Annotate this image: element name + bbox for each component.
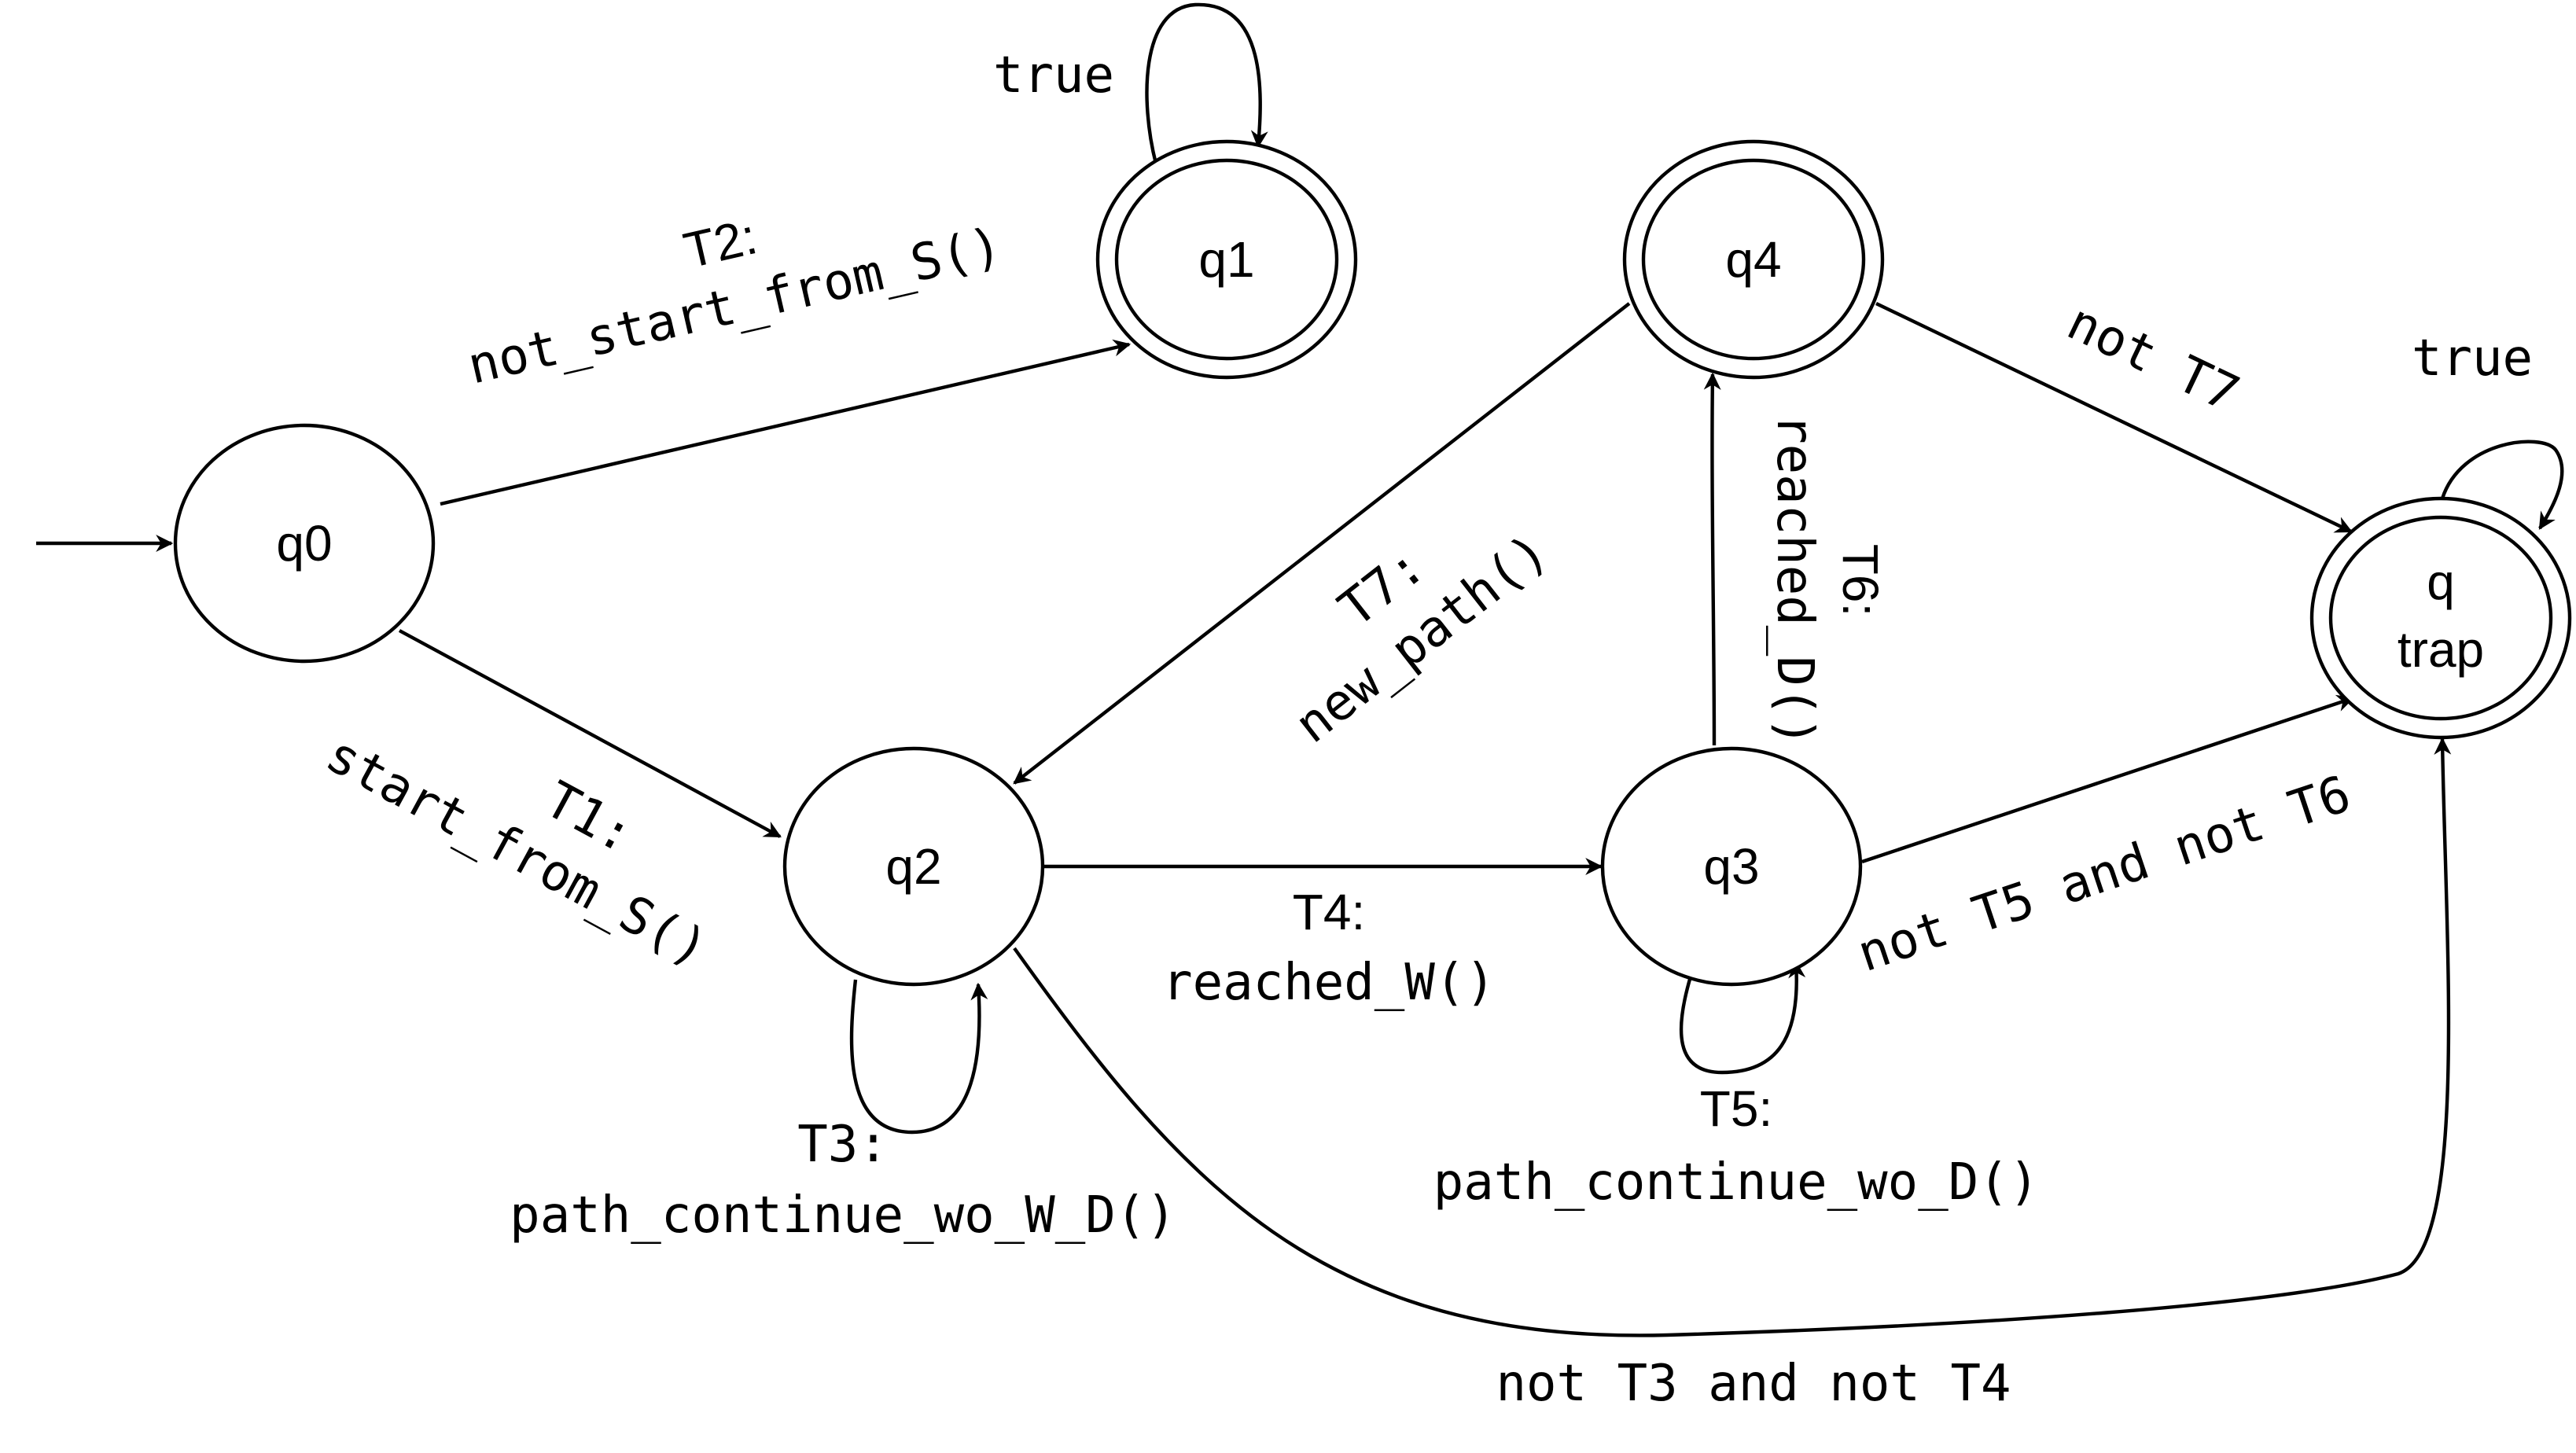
label-q1-self: true xyxy=(993,46,1114,105)
state-qtrap-label-line2: trap xyxy=(2398,621,2484,678)
edge-q3-q4 xyxy=(1703,372,1721,746)
label-t6-name: T6: xyxy=(1832,544,1889,616)
label-q2-to-qtrap: not T3 and not T4 xyxy=(1496,1355,2011,1413)
state-q4: q4 xyxy=(1622,139,1885,380)
label-t5-name: T5: xyxy=(1700,1080,1772,1137)
edge-q0-q1 xyxy=(440,339,1132,506)
label-t3-name: T3: xyxy=(797,1116,889,1174)
edge-q3-self xyxy=(1679,960,1806,1075)
edge-q4-q2 xyxy=(1013,302,1631,785)
edge-qtrap-self xyxy=(2440,440,2564,530)
edge-q2-self xyxy=(849,979,988,1135)
label-t7-func: new_path() xyxy=(1285,522,1559,755)
label-qtrap-self: true xyxy=(2412,329,2533,388)
label-t5-func: path_continue_wo_D() xyxy=(1433,1153,2040,1212)
label-t4-name: T4: xyxy=(1293,884,1365,940)
label-t2-name: T2: xyxy=(679,208,762,279)
state-q0-label: q0 xyxy=(276,515,332,572)
label-t4-func: reached_W() xyxy=(1162,954,1496,1012)
state-q4-label: q4 xyxy=(1725,231,1781,288)
state-q2-label: q2 xyxy=(885,838,941,895)
label-t6-func: reached_D() xyxy=(1765,414,1823,747)
state-q1-label: q1 xyxy=(1198,231,1254,288)
state-q3: q3 xyxy=(1600,746,1863,987)
state-q2: q2 xyxy=(782,746,1045,987)
edge-q1-self xyxy=(1145,2,1268,164)
state-qtrap: q trap xyxy=(2309,496,2572,740)
state-qtrap-label-line1: q xyxy=(2427,554,2455,610)
state-q3-label: q3 xyxy=(1703,838,1759,895)
label-t1-func: start_from_S() xyxy=(317,726,717,979)
state-q0: q0 xyxy=(173,423,436,664)
edge-q3-qtrap xyxy=(1861,694,2355,864)
edge-q4-qtrap xyxy=(1875,302,2353,533)
edge-q2-qtrap xyxy=(1013,737,2452,1337)
edge-q0-q2 xyxy=(398,629,782,838)
label-t3-func: path_continue_wo_W_D() xyxy=(510,1186,1176,1245)
label-q3-to-qtrap: not T5 and not T6 xyxy=(1851,765,2358,984)
state-q1: q1 xyxy=(1095,139,1358,380)
